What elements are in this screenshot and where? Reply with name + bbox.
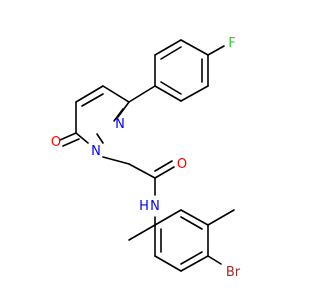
bond [207, 255, 222, 265]
molecule-diagram: O N N F O N H Br [50, 36, 241, 280]
bond [180, 255, 209, 272]
bond [59, 132, 77, 141]
atom-label-n2: N [115, 117, 125, 132]
bond [102, 85, 130, 103]
atom-label-nh: N [150, 199, 160, 214]
bond [180, 209, 209, 226]
bond [154, 255, 182, 272]
bond [75, 132, 89, 144]
bond [180, 85, 209, 102]
bond [160, 81, 182, 95]
bond [180, 251, 203, 265]
atom-label-o2: O [177, 157, 187, 172]
bond [81, 93, 104, 107]
bonds [59, 39, 235, 272]
atom-label-n1: N [91, 144, 101, 159]
bond [180, 39, 209, 56]
bond [154, 209, 182, 226]
atom-label-f: F [228, 36, 235, 51]
bond [113, 108, 124, 122]
bond [128, 85, 156, 103]
atom-labels: O N N F O N H Br [51, 36, 241, 280]
bond [62, 138, 80, 147]
bond [160, 46, 182, 60]
bond [154, 85, 182, 102]
bond [207, 209, 235, 226]
atom-label-h: H [139, 199, 149, 214]
bond [128, 163, 156, 179]
atom-label-o1: O [51, 135, 61, 150]
bond [96, 133, 104, 144]
bond [154, 166, 175, 179]
structure-svg: O N N F O N H Br [51, 36, 241, 280]
bond [154, 39, 182, 56]
atom-label-br: Br [226, 265, 241, 280]
bond [154, 160, 173, 172]
bond [75, 85, 104, 103]
bond [102, 156, 130, 165]
bond [207, 45, 225, 56]
bond [128, 224, 156, 241]
bond [180, 216, 203, 230]
